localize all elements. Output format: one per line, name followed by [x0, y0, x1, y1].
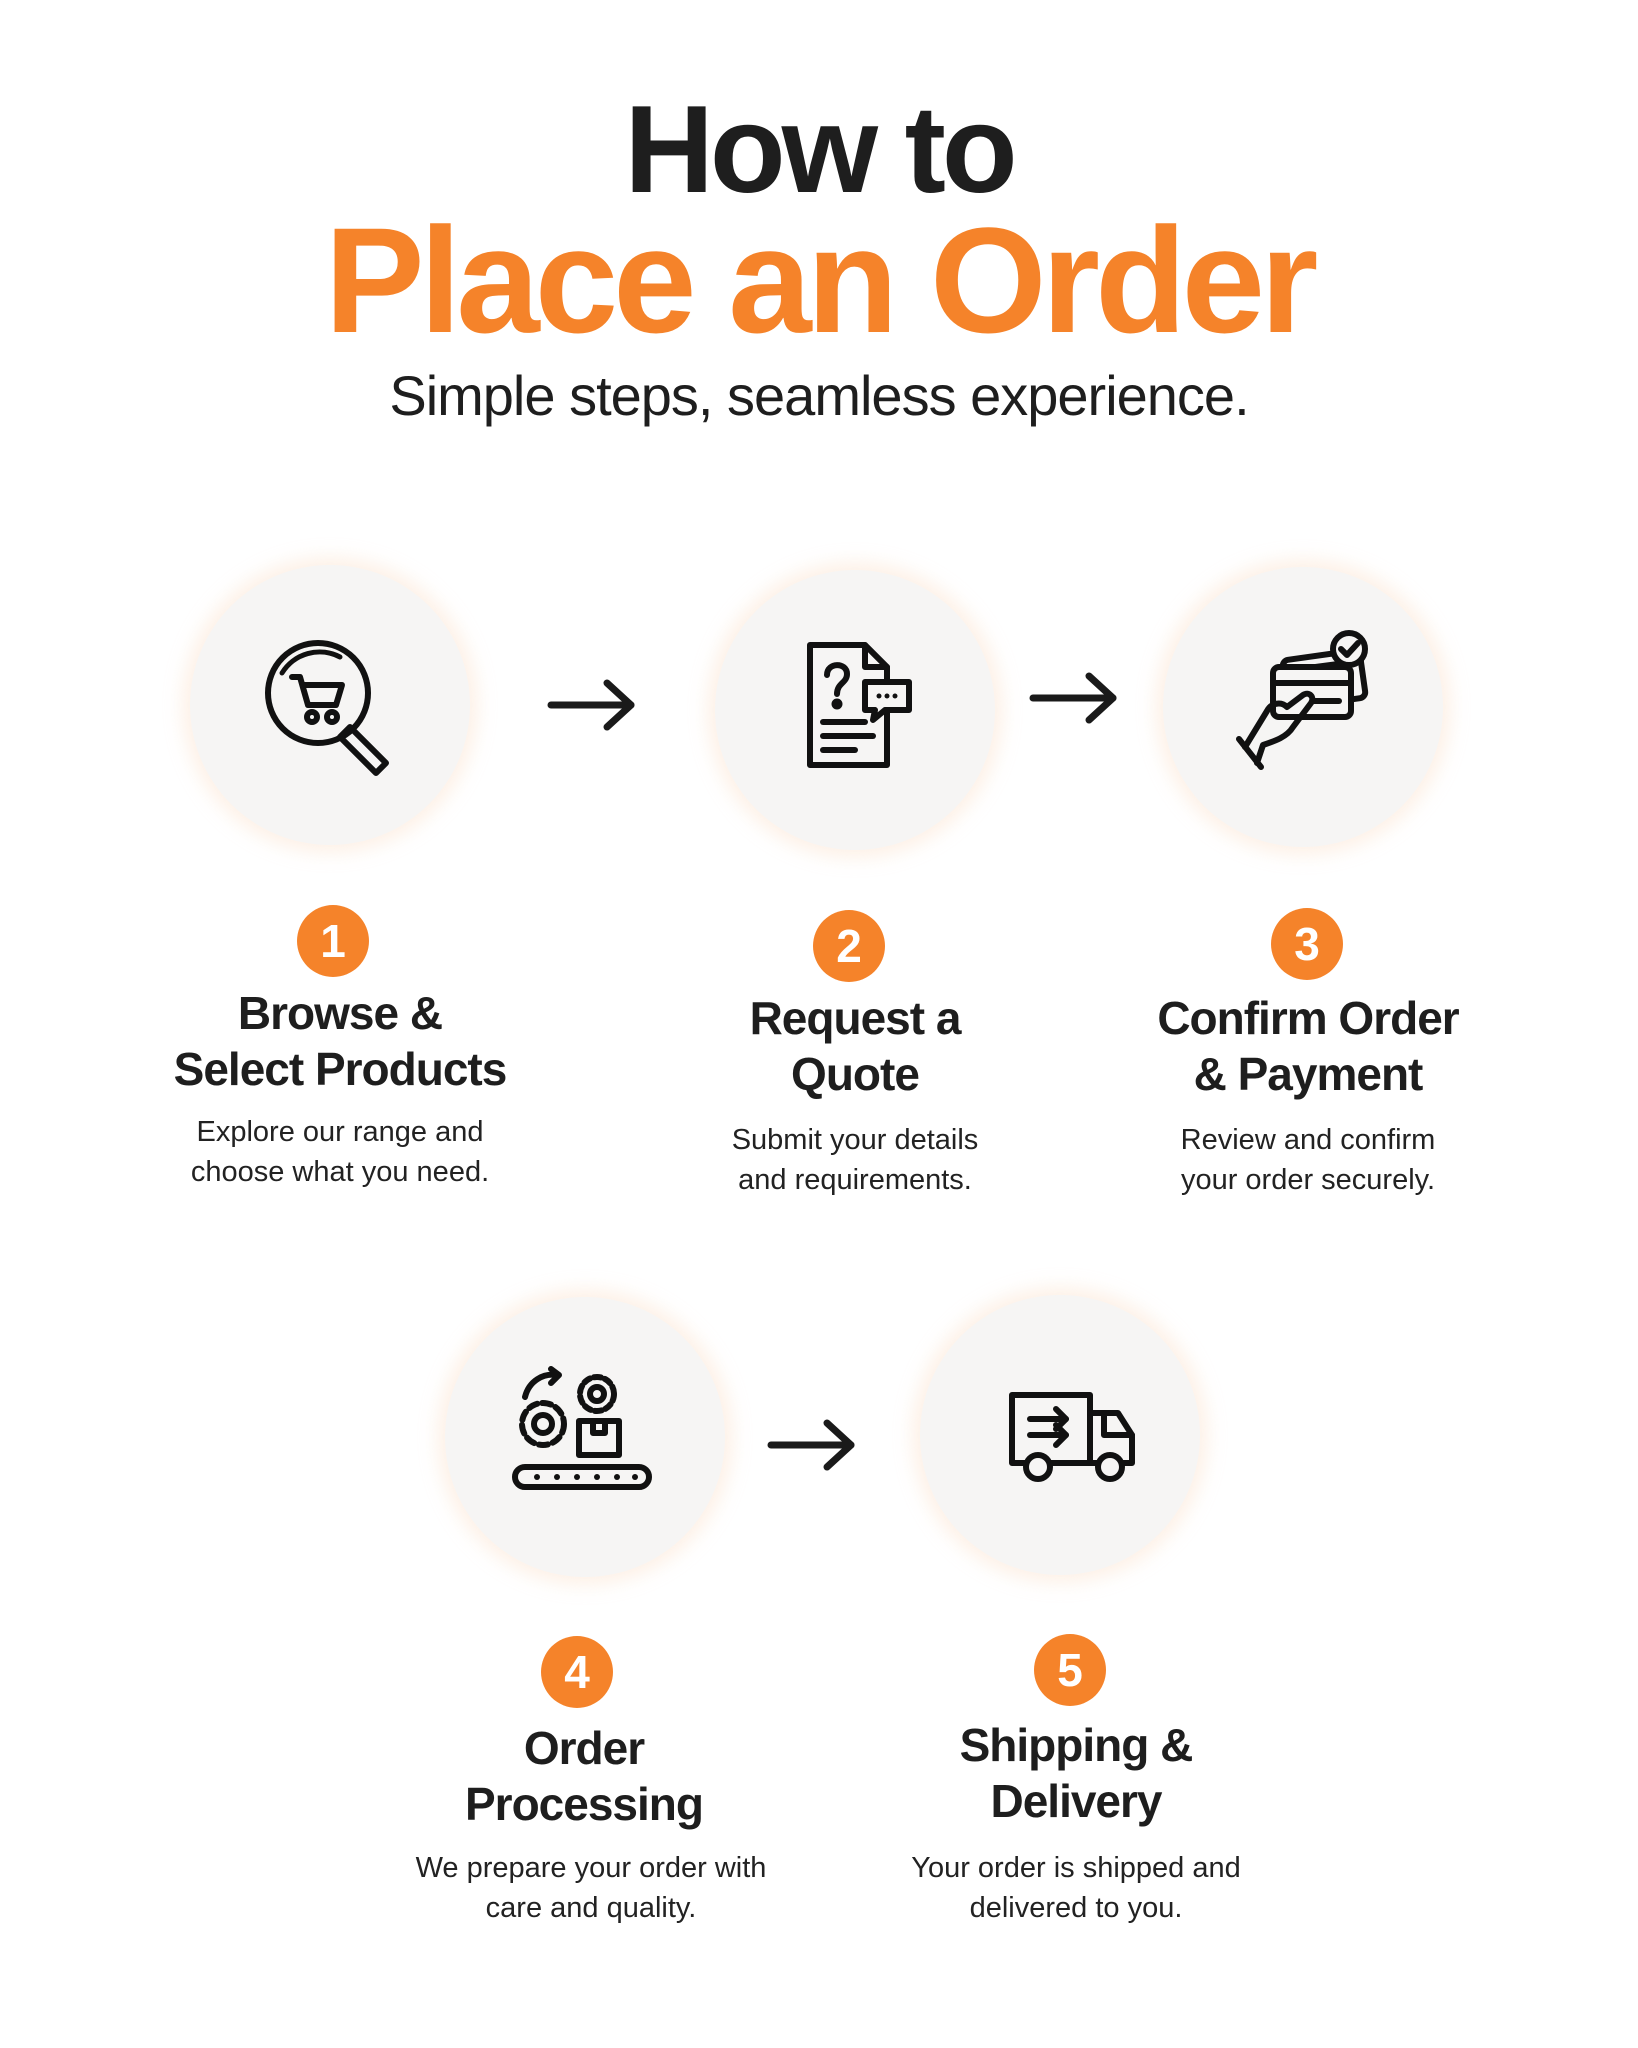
- step-1-description: Explore our range and choose what you ne…: [130, 1112, 550, 1192]
- card-payment-icon: [1236, 630, 1369, 770]
- step-1-title-line: Select Products: [173, 1043, 508, 1095]
- step-3-desc-line: Review and confirm: [1180, 1124, 1436, 1156]
- title-line-how-to: How to: [624, 81, 1017, 219]
- subtitle: Simple steps, seamless experience.: [389, 364, 1249, 427]
- step-5-desc-line: delivered to you.: [969, 1892, 1183, 1924]
- step-2-desc-line: and requirements.: [738, 1164, 972, 1196]
- step-2-desc-line: Submit your details: [731, 1124, 979, 1156]
- step-5-description: Your order is shipped and delivered to y…: [866, 1848, 1286, 1928]
- step-5-number-badge: 5: [1034, 1634, 1106, 1706]
- search-cart-icon: [265, 640, 389, 776]
- step-4-number-badge: 4: [541, 1636, 613, 1708]
- step-4-desc-line: care and quality.: [485, 1892, 697, 1924]
- step-1-number-badge: 1: [297, 905, 369, 977]
- step-5-icon-circle: [920, 1295, 1200, 1575]
- step-1-title-line: Browse &: [237, 987, 443, 1039]
- step-1-title: Browse & Select Products: [140, 985, 540, 1097]
- step-1-icon-circle: [190, 565, 470, 845]
- flow-arrow-4-5: [765, 1415, 861, 1475]
- step-4-icon-circle: [445, 1297, 725, 1577]
- step-5-title: Shipping & Delivery: [876, 1717, 1276, 1829]
- step-1-desc-line: Explore our range and: [196, 1116, 484, 1148]
- step-3-desc-line: your order securely.: [1180, 1164, 1436, 1196]
- gears-conveyor-icon: [512, 1366, 652, 1490]
- flow-arrow-1-2: [545, 675, 641, 735]
- title-line-place-order: Place an Order: [324, 196, 1319, 364]
- step-5-desc-line: Your order is shipped and: [911, 1852, 1241, 1884]
- step-4-title-line: Order: [523, 1722, 645, 1774]
- step-4-description: We prepare your order with care and qual…: [381, 1848, 801, 1928]
- step-2-icon-circle: [715, 570, 995, 850]
- flow-arrow-2-3: [1027, 668, 1123, 728]
- step-3-description: Review and confirm your order securely.: [1098, 1120, 1518, 1200]
- step-2-title: Request a Quote: [655, 990, 1055, 1102]
- step-5-title-line: Delivery: [990, 1775, 1162, 1827]
- step-2-description: Submit your details and requirements.: [645, 1120, 1065, 1200]
- step-3-number-badge: 3: [1271, 908, 1343, 980]
- step-5-title-line: Shipping &: [959, 1719, 1194, 1771]
- step-3-title-line: Confirm Order: [1157, 992, 1459, 1044]
- delivery-truck-icon: [1009, 1392, 1135, 1482]
- step-3-title-line: & Payment: [1193, 1048, 1424, 1100]
- step-3-icon-circle: [1163, 567, 1443, 847]
- step-4-title-line: Processing: [465, 1778, 704, 1830]
- quote-document-icon: [807, 642, 912, 768]
- step-3-title: Confirm Order & Payment: [1108, 990, 1508, 1102]
- step-4-title: Order Processing: [384, 1720, 784, 1832]
- step-2-title-line: Request a: [749, 992, 962, 1044]
- step-2-title-line: Quote: [791, 1048, 920, 1100]
- step-2-number-badge: 2: [813, 910, 885, 982]
- step-4-desc-line: We prepare your order with: [415, 1852, 767, 1884]
- step-1-desc-line: choose what you need.: [190, 1156, 490, 1188]
